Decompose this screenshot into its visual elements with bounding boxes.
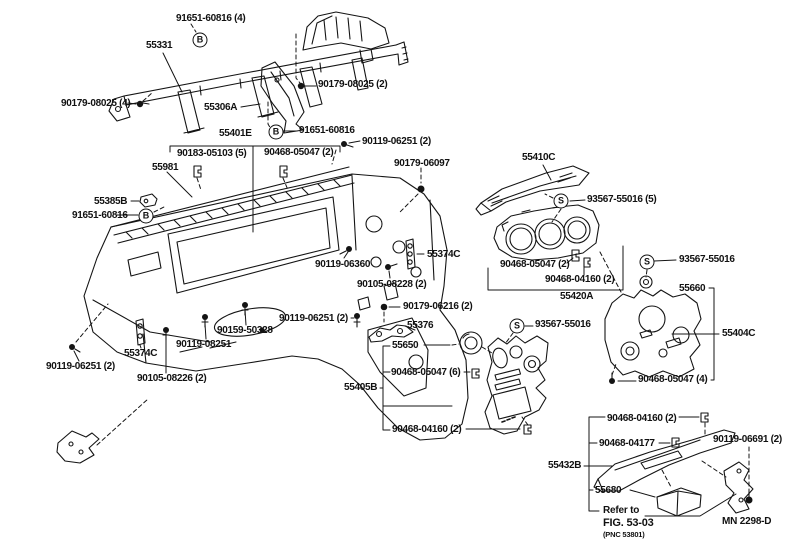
part-label-90179-06216-2-: 90179-06216 (2) (403, 301, 473, 312)
reference-note-line3: (PNC 53801) (603, 530, 645, 539)
part-label-90179-06097: 90179-06097 (394, 158, 450, 169)
part-label-55981: 55981 (152, 162, 179, 173)
part-label-90105-08228-2-: 90105-08228 (2) (357, 279, 427, 290)
part-label-55376: 55376 (407, 320, 434, 331)
part-label-55650: 55650 (392, 340, 419, 351)
dashed-lines (75, 23, 750, 493)
part-label-90179-08025-2-: 90179-08025 (2) (318, 79, 388, 90)
part-label-90179-08025-4-: 90179-08025 (4) (61, 98, 131, 109)
part-label-90468-04160-2-: 90468-04160 (2) (607, 413, 677, 424)
callout-b-icon: B (192, 32, 208, 48)
part-label-90105-08226-2-: 90105-08226 (2) (137, 373, 207, 384)
part-label-90159-50328: 90159-50328 (217, 325, 273, 336)
part-label-90119-06691-2-: 90119-06691 (2) (713, 434, 782, 445)
part-label-55385b: 55385B (94, 196, 128, 207)
reference-note: Refer to FIG. 53-03 (PNC 53801) (603, 505, 654, 539)
part-label-90119-06360: 90119-06360 (315, 259, 371, 270)
part-label-55306a: 55306A (204, 102, 238, 113)
callout-s-icon: S (509, 318, 525, 334)
part-label-90468-05047-4-: 90468-05047 (4) (638, 374, 708, 385)
part-label-55331: 55331 (146, 40, 173, 51)
reference-note-line1: Refer to (603, 505, 640, 516)
callout-s-icon: S (553, 193, 569, 209)
part-label-90119-06251-2-: 90119-06251 (2) (279, 313, 348, 324)
part-label-55405b: 55405B (344, 382, 378, 393)
part-label-90119-06251-2-: 90119-06251 (2) (362, 136, 431, 147)
leader-lines (73, 52, 737, 517)
drawing-code: MN 2298-D (722, 516, 772, 527)
instrument-panel-drawing (56, 166, 469, 464)
part-label-90468-05047-2-: 90468-05047 (2) (500, 259, 570, 270)
part-label-90183-05103-5-: 90183-05103 (5) (177, 148, 247, 159)
part-label-55374c: 55374C (427, 249, 461, 260)
part-label-91651-60816: 91651-60816 (299, 125, 355, 136)
side-defroster-nozzle-drawing (475, 165, 590, 216)
part-label-55404c: 55404C (722, 328, 756, 339)
part-label-55680: 55680 (595, 485, 622, 496)
part-label-55401e: 55401E (219, 128, 252, 139)
part-label-55410c: 55410C (522, 152, 556, 163)
brace-drawing (260, 61, 305, 134)
cluster-finish-panel-drawing (604, 275, 702, 378)
part-label-93567-55016: 93567-55016 (679, 254, 735, 265)
lower-finish-panel-drawing (593, 429, 754, 517)
part-label-90468-04160-2-: 90468-04160 (2) (392, 424, 462, 435)
hardware-icons (69, 82, 753, 504)
part-label-55374c: 55374C (124, 348, 158, 359)
part-label-90119-06251-2-: 90119-06251 (2) (46, 361, 115, 372)
center-finish-panel-drawing (459, 331, 549, 435)
part-label-55420a: 55420A (560, 291, 594, 302)
part-label-90468-04160-2-: 90468-04160 (2) (545, 274, 615, 285)
part-label-55432b: 55432B (548, 460, 582, 471)
reference-note-line2: FIG. 53-03 (603, 517, 654, 529)
part-label-55660: 55660 (679, 283, 706, 294)
part-label-90468-05047-2-: 90468-05047 (2) (264, 147, 334, 158)
part-label-90468-05047-6-: 90468-05047 (6) (391, 367, 461, 378)
part-label-93567-55016-5-: 93567-55016 (5) (587, 194, 657, 205)
part-label-90468-04177: 90468-04177 (599, 438, 655, 449)
callout-b-icon: B (268, 124, 284, 140)
part-label-90119-08251: 90119-08251 (176, 339, 232, 350)
instrument-cluster-drawing (493, 204, 600, 261)
part-label-93567-55016: 93567-55016 (535, 319, 591, 330)
defroster-duct-drawing (302, 11, 390, 64)
part-label-91651-60816: 91651-60816 (72, 210, 128, 221)
callout-s-icon: S (639, 254, 655, 270)
callout-b-icon: B (138, 208, 154, 224)
part-label-91651-60816-4-: 91651-60816 (4) (176, 13, 246, 24)
